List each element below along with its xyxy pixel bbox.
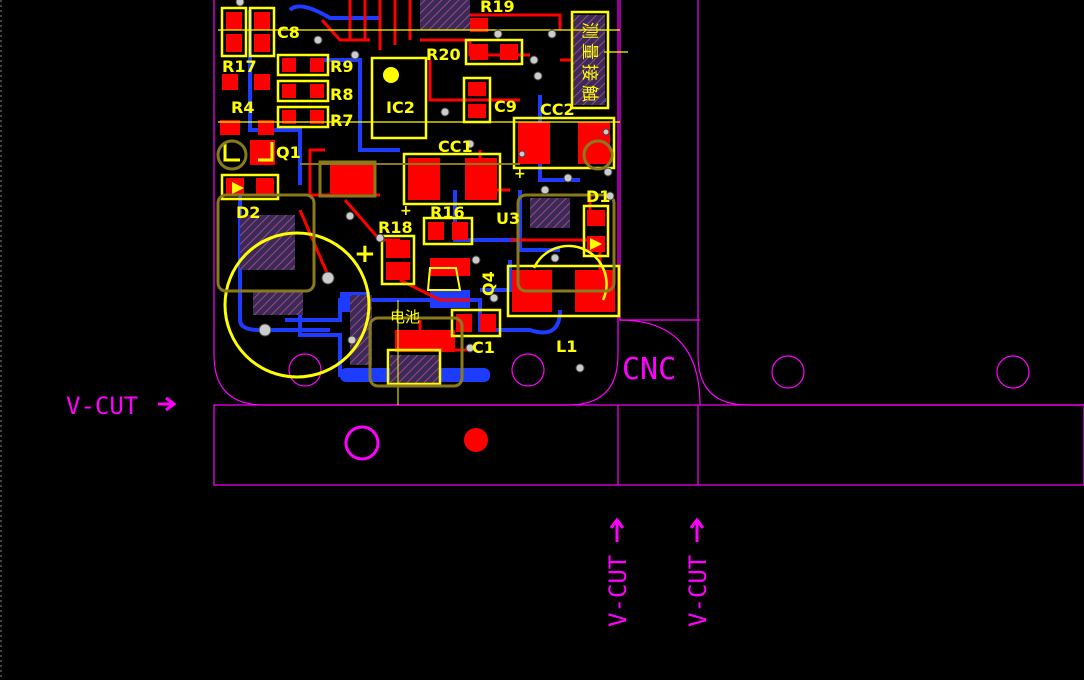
label-cc2: CC2 bbox=[540, 100, 575, 119]
label-c8: C8 bbox=[277, 23, 300, 42]
vcut-bottom-1-label: V-CUT bbox=[604, 555, 632, 627]
mechanical-layer bbox=[216, 139, 616, 388]
label-plus-1: + bbox=[400, 203, 412, 219]
label-r8: R8 bbox=[330, 85, 353, 104]
label-u3: U3 bbox=[496, 209, 520, 228]
component-pads bbox=[222, 12, 615, 332]
label-r4: R4 bbox=[231, 98, 254, 117]
vcut-left-label: V-CUT bbox=[66, 392, 138, 420]
label-cc1: CC1 bbox=[438, 137, 473, 156]
vcut-bottom-2-label: V-CUT bbox=[684, 555, 712, 627]
battery-outline-circle bbox=[223, 231, 371, 379]
vcut-bottom-2-arrow-icon bbox=[689, 517, 705, 542]
cnc-label: CNC bbox=[622, 352, 676, 387]
top-copper-layer bbox=[220, 0, 602, 352]
label-r20: R20 bbox=[426, 45, 461, 64]
label-l1: L1 bbox=[556, 337, 577, 356]
label-battery: 电池 bbox=[390, 308, 420, 326]
designator-labels: R19 C8 R20 R17 R9 R8 R7 R4 IC2 C9 CC2 Q1… bbox=[222, 0, 610, 357]
label-r7: R7 bbox=[330, 111, 353, 130]
label-d1: D1 bbox=[586, 187, 610, 206]
fiducial-hole bbox=[344, 425, 380, 461]
mounting-holes bbox=[288, 353, 1030, 461]
silkscreen-layer bbox=[218, 6, 628, 405]
label-q4: Q4 bbox=[479, 271, 498, 296]
fiducial-dot bbox=[464, 428, 488, 452]
label-r19: R19 bbox=[480, 0, 515, 16]
label-c9: C9 bbox=[494, 97, 517, 116]
label-r16: R16 bbox=[430, 203, 465, 222]
label-r9: R9 bbox=[330, 57, 353, 76]
vcut-left-arrow-icon bbox=[158, 396, 177, 412]
label-plus-2: + bbox=[514, 166, 526, 182]
label-test-probe: 测量接触 bbox=[579, 22, 599, 106]
label-q1: Q1 bbox=[276, 143, 301, 162]
label-r17: R17 bbox=[222, 57, 257, 76]
label-ic2: IC2 bbox=[386, 98, 415, 117]
label-c1: C1 bbox=[472, 338, 495, 357]
label-d2: D2 bbox=[236, 203, 260, 222]
panel-annotations: V-CUT CNC V-CUT V-CUT bbox=[66, 352, 712, 627]
label-r18: R18 bbox=[378, 218, 413, 237]
vias bbox=[235, 0, 615, 373]
board-outline bbox=[213, 0, 1084, 486]
label-plus-3: + bbox=[354, 239, 376, 269]
vcut-bottom-1-arrow-icon bbox=[609, 517, 625, 542]
